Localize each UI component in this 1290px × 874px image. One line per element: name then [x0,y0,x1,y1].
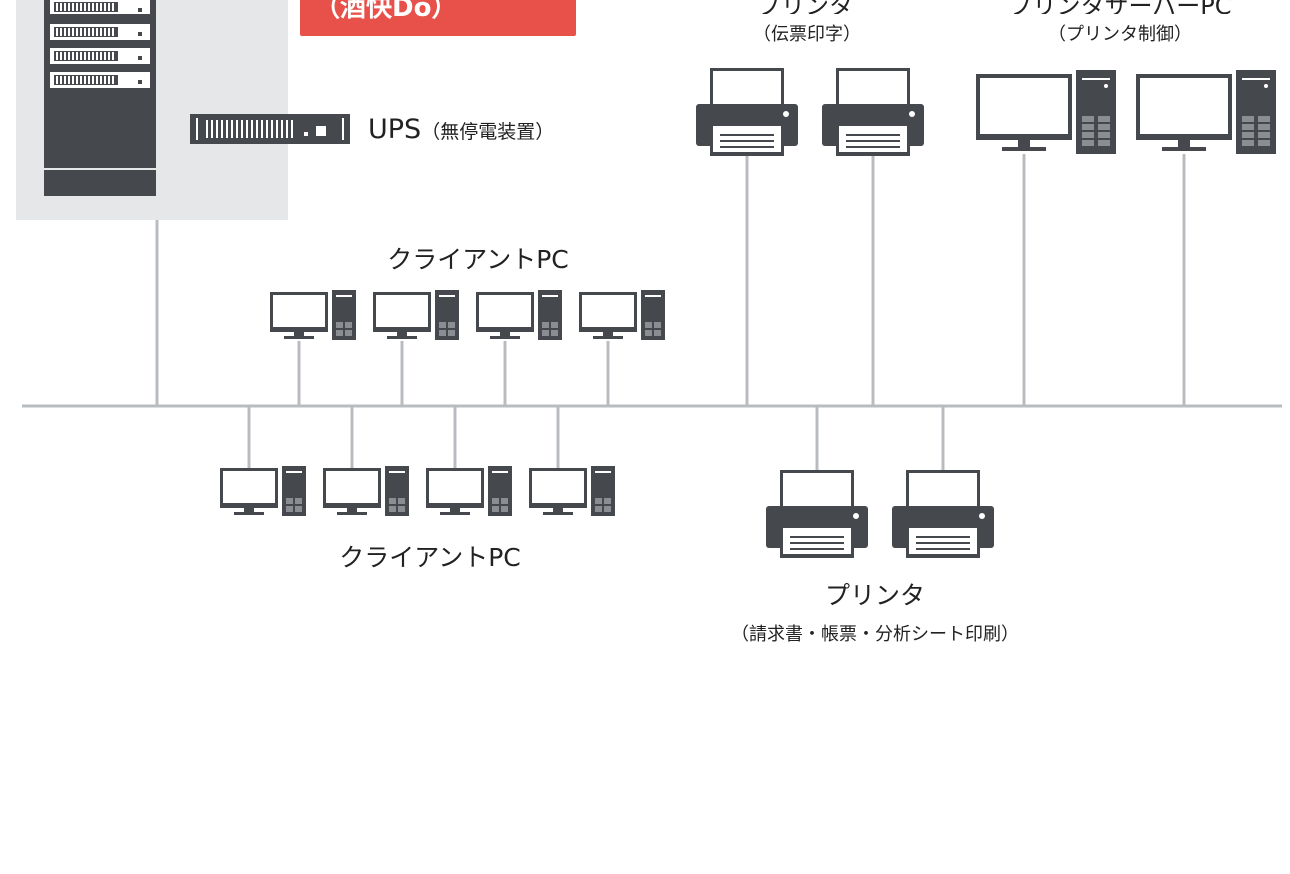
ups-note: （無停電装置） [421,121,555,143]
client-pc-top-3 [476,290,562,340]
ups-icon [190,114,350,144]
server-rack-icon [44,0,156,196]
printer-slip-note: （伝票印字） [753,24,861,45]
printer-invoice-1 [766,470,868,558]
client-pc-bottom-3 [426,466,512,516]
printer-slip-1 [696,68,798,156]
client-pc-bottom-2 [323,466,409,516]
printer-server-pc-2 [1136,70,1276,154]
client-pc-bottom-4 [529,466,615,516]
printer-server-title: プリンタサーバーPC [1008,0,1232,14]
printer-slip-title-clip: プリンタ [740,0,870,14]
ups-name: UPS [368,114,422,145]
server-name-text: （酒快Do） [314,0,458,23]
client-pc-top-2 [373,290,459,340]
client-pc-bottom-title: クライアントPC [339,543,521,572]
printer-invoice-title: プリンタ [824,581,925,610]
printer-server-note: （プリンタ制御） [1048,24,1192,45]
printer-server-pc-1 [976,70,1116,154]
printer-invoice-note: （請求書・帳票・分析シート印刷） [731,624,1019,645]
network-wires [22,154,1282,470]
client-pc-top-title: クライアントPC [387,245,569,274]
devices [220,68,1276,558]
printer-invoice-2 [892,470,994,558]
printer-slip-title: プリンタ [757,0,853,14]
server-name-badge: （酒快Do） [300,0,576,36]
printer-slip-2 [822,68,924,156]
client-pc-top-1 [270,290,356,340]
printer-server-title-clip: プリンタサーバーPC [970,0,1270,14]
ups-label: UPS（無停電装置） [368,114,554,145]
client-pc-top-4 [579,290,665,340]
client-pc-bottom-1 [220,466,306,516]
